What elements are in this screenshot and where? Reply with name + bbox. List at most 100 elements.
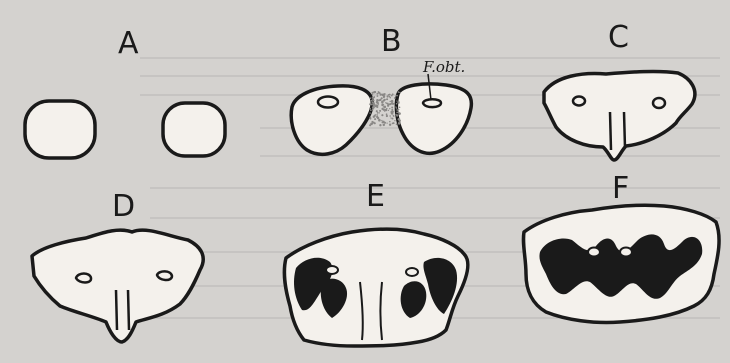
stipple-dot [394,120,395,121]
stipple-dot [378,119,381,122]
stipple-dot [399,114,400,115]
stipple-dot [376,114,377,115]
stipple-dot [376,99,379,102]
panel-a-right-section [163,103,225,156]
stipple-dot [379,124,381,126]
stipple-dot [382,93,385,96]
stipple-dot [369,108,371,110]
stipple-dot [381,120,382,121]
stipple-dot [373,116,375,118]
stipple-dot [386,98,388,100]
stipple-dot [391,107,393,109]
stipple-dot [376,101,379,104]
stipple-dot [392,93,394,95]
stipple-dot [373,96,375,98]
stipple-dot [389,121,391,123]
stipple-dot [384,106,386,108]
panel-c-right-foramen [653,98,665,108]
panel-c-midline-right [624,112,625,148]
stipple-dot [370,97,372,99]
stipple-dot [373,102,375,104]
stipple-dot [385,102,386,103]
stipple-dot [386,115,388,117]
stipple-dot [398,112,399,113]
panel-f-left-foramen [588,248,600,257]
stipple-dot [386,122,387,123]
panel-d-left-foramen [76,274,91,283]
stipple-dot [396,95,398,97]
stipple-dot [389,103,391,105]
stipple-dot [369,112,370,113]
stipple-dot [383,99,385,101]
panel-e-right-foramen [406,268,418,276]
stipple-dot [390,97,391,98]
panel-e-left-foramen [326,266,338,274]
stipple-dot [376,110,378,112]
stipple-dot [398,118,401,121]
stipple-dot [376,105,377,106]
panel-b-annotation: F.obt. [422,58,465,76]
stipple-dot [379,92,380,93]
panel-b-label: B [381,24,402,59]
stipple-dot [374,122,376,124]
stipple-dot [377,95,379,97]
stipple-dot [389,115,390,116]
stipple-dot [397,101,399,103]
stipple-dot [399,106,401,108]
stipple-dot [391,102,392,103]
stipple-dot [379,112,380,113]
stipple-dot [372,106,374,108]
panel-f-label: F [612,171,629,206]
stipple-dot [399,92,400,93]
stipple-dot [383,108,385,110]
stipple-dot [387,103,389,105]
stipple-dot [398,122,400,124]
panel-b-right-foramen [423,99,441,107]
stipple-dot [385,109,388,112]
stipple-dot [373,91,375,93]
stipple-dot [396,103,398,105]
stipple-dot [393,103,395,105]
stipple-dot [392,111,394,113]
stipple-dot [398,91,400,93]
panel-a-label: A [118,26,139,61]
stipple-dot [391,109,393,111]
stipple-dot [383,96,385,98]
stipple-dot [391,100,394,103]
stipple-dot [382,121,384,123]
stipple-dot [396,109,398,111]
panel-c-midline-left [610,112,611,150]
stipple-dot [374,114,376,116]
stipple-dot [376,116,378,118]
panel-e-label: E [366,179,385,214]
stipple-dot [388,110,389,111]
panel-f-drawing [523,205,719,322]
stipple-dot [370,118,372,120]
stipple-dot [379,110,381,112]
stipple-dot [380,93,382,95]
stipple-dot [396,100,397,101]
panel-a-left-section [25,101,95,158]
stipple-dot [395,106,396,107]
panel-d-label: D [112,189,135,224]
stipple-dot [394,97,396,99]
panel-d-midline-left [116,290,117,330]
stipple-dot [377,112,379,114]
stipple-dot [372,108,373,109]
panel-f-right-foramen [620,248,632,257]
panel-c-left-foramen [573,97,585,106]
stipple-dot [383,121,384,122]
stipple-dot [398,109,399,110]
stipple-dot [387,95,389,97]
stipple-dot [372,99,373,100]
stipple-dot [381,114,383,116]
stipple-dot [372,97,374,99]
stipple-dot [369,124,371,126]
stipple-dot [392,122,394,124]
stipple-dot [389,108,390,109]
panel-c-label: C [608,20,629,55]
stipple-dot [396,123,398,125]
stipple-dot [395,114,396,115]
stipple-dot [381,104,383,106]
